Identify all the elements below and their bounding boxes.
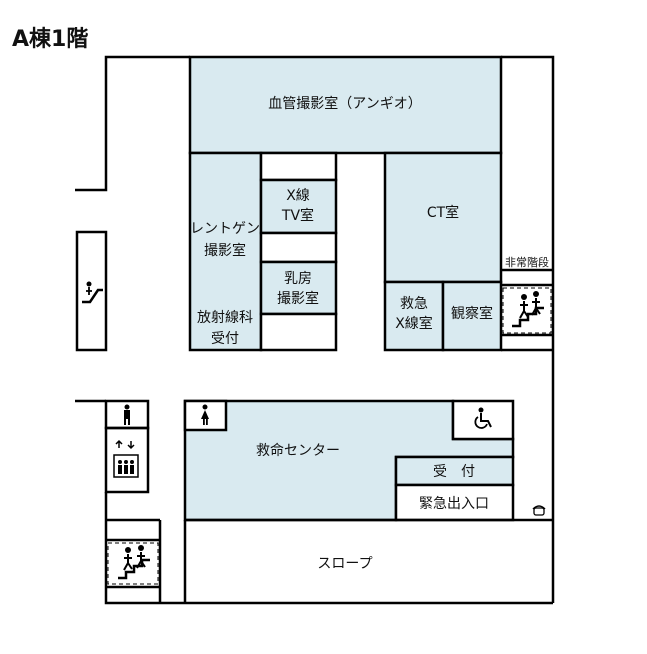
- room-blank-bottom: [259, 312, 338, 352]
- room-emergency-entrance: [394, 483, 515, 522]
- phone-icon: [532, 505, 546, 516]
- escalator-icon: [82, 281, 103, 304]
- outer-wall-right: [501, 55, 555, 603]
- room-observation: [441, 280, 503, 352]
- floor-title: A棟1階: [12, 26, 88, 52]
- label-observation: 観察室: [451, 305, 493, 322]
- label-xray-2: 撮影室: [204, 242, 246, 259]
- room-emergency-xray: [383, 280, 445, 352]
- label-emergency-entrance: 緊急出入口: [419, 496, 489, 512]
- escalator-area: [75, 230, 108, 352]
- room-mammo: [259, 260, 338, 316]
- label-emergency-xray-1: 救急: [400, 296, 428, 312]
- slope-walls: [106, 518, 187, 603]
- stairs-icon: [502, 287, 552, 334]
- label-xray-tv-2: TV室: [281, 207, 314, 224]
- label-xray-tv-1: X線: [286, 188, 310, 204]
- label-angio: 血管撮影室（アンギオ）: [268, 95, 421, 112]
- room-reception: [394, 455, 515, 487]
- room-xray-tv: [259, 178, 338, 235]
- label-mammo-2: 撮影室: [277, 290, 319, 307]
- label-xray-1: レントゲン: [190, 221, 260, 237]
- label-reception: 受 付: [433, 464, 475, 480]
- label-slope: スロープ: [317, 556, 372, 572]
- wheelchair-icon: [474, 407, 492, 429]
- label-emergency-center: 救命センター: [256, 442, 340, 459]
- label-reception-radiology-2: 受付: [211, 331, 239, 347]
- restroom-icon: [124, 404, 130, 425]
- stairs-walls: [106, 538, 160, 589]
- outer-wall-top-left: [75, 55, 190, 192]
- room-blank-top: [259, 151, 338, 182]
- label-ct: CT室: [427, 204, 459, 221]
- label-mammo-1: 乳房: [284, 271, 312, 287]
- stairs-icon: [107, 542, 159, 585]
- label-emergency-xray-2: X線室: [395, 315, 433, 332]
- elevator-area: [104, 426, 150, 494]
- room-blank-mid: [259, 231, 338, 264]
- outer-wall-bottom: [104, 492, 553, 605]
- label-emergency-stairs: 非常階段: [505, 255, 549, 269]
- elevator-icon: [113, 439, 139, 478]
- emergency-stairs-walls: [501, 268, 553, 352]
- restroom-icon: [201, 404, 209, 425]
- label-reception-radiology-1: 放射線科: [197, 310, 253, 326]
- room-angio: [188, 55, 503, 155]
